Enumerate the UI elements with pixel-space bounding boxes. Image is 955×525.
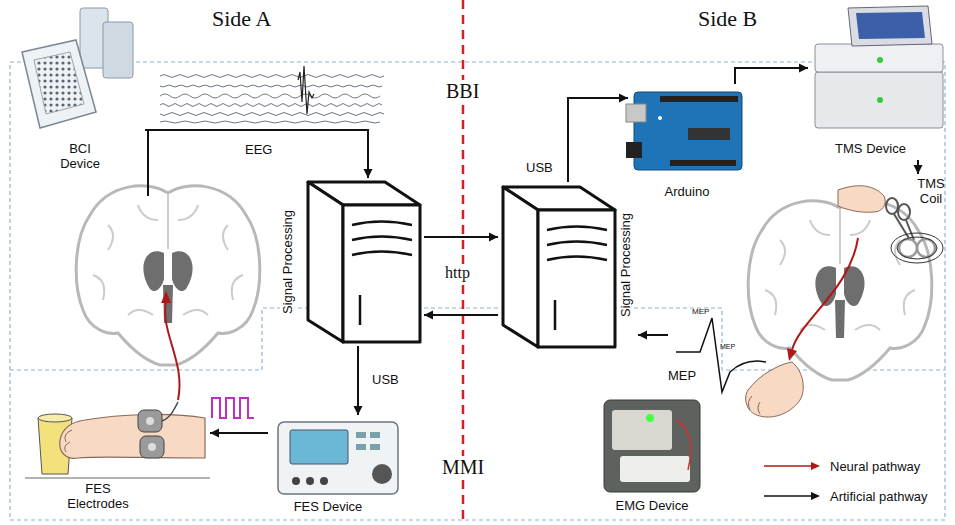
- free-label: Side A: [212, 6, 271, 31]
- label-slot: MMI: [440, 456, 486, 479]
- label-slot: Side B: [698, 6, 757, 31]
- connector: [424, 311, 498, 320]
- connector-line: [357, 346, 359, 415]
- arrowhead: [489, 233, 498, 242]
- legend-arrowhead: [811, 492, 820, 500]
- connector: [145, 130, 373, 178]
- device-node: TMS Device: [808, 3, 950, 160]
- label-slot: http: [443, 264, 472, 282]
- device-node: Arduino: [628, 84, 746, 204]
- label-slot: USB: [526, 158, 553, 176]
- legend-item: Neural pathway: [762, 456, 920, 474]
- device-node: BCI Device: [15, 5, 145, 173]
- connector-line: [568, 98, 628, 182]
- arrowhead: [364, 169, 373, 178]
- arrowhead: [638, 331, 647, 340]
- connector-line: [735, 68, 808, 84]
- node-label: MEP: [668, 368, 708, 383]
- device-node: FES Device: [268, 415, 408, 520]
- free-label: BBI: [444, 80, 481, 103]
- node-label: Arduino: [628, 184, 746, 199]
- connector: [354, 346, 363, 415]
- device-node: FES Electrodes: [18, 395, 210, 517]
- node-label: TMS Device: [808, 141, 933, 156]
- server-node: Signal Processing: [272, 178, 424, 346]
- vertical-label: Signal Processing: [618, 200, 634, 330]
- free-label: MMI: [440, 456, 486, 479]
- legend-item: Artificial pathway: [762, 486, 928, 504]
- signal-node: MEP: [668, 300, 768, 392]
- label-slot: EEG: [245, 140, 272, 158]
- connector: [424, 233, 498, 242]
- connector: [568, 94, 628, 183]
- legend-line: [762, 459, 822, 473]
- connector: [210, 429, 268, 438]
- node-label: TMS Coil: [914, 176, 948, 206]
- node-label: FES Electrodes: [58, 481, 138, 511]
- label-slot: BBI: [444, 80, 481, 103]
- device-node: EMG Device: [592, 392, 712, 520]
- connector: [638, 331, 668, 340]
- free-label: USB: [526, 160, 553, 175]
- connector-line: [424, 236, 498, 238]
- free-label: USB: [372, 372, 399, 387]
- legend-stroke: [764, 496, 812, 498]
- arrowhead: [210, 429, 219, 438]
- free-label: MEP: [720, 343, 735, 351]
- arrowhead: [354, 406, 363, 415]
- arrowhead: [424, 311, 433, 320]
- arrowhead: [619, 94, 628, 103]
- free-label: EEG: [245, 142, 272, 157]
- label-slot: Side A: [212, 6, 271, 31]
- free-label: http: [443, 264, 472, 282]
- vertical-label: Signal Processing: [280, 197, 296, 327]
- free-label: MEP: [692, 307, 709, 316]
- label-slot: MEP: [692, 300, 709, 318]
- connector-line: [424, 314, 498, 316]
- node-label: BCI Device: [55, 141, 105, 171]
- legend-arrowhead: [811, 462, 820, 470]
- connector-line: [145, 130, 368, 178]
- legend-stroke: [764, 466, 812, 468]
- legend-text: Artificial pathway: [830, 489, 928, 504]
- arrowhead: [799, 64, 808, 73]
- device-node: TMS Coil: [878, 174, 952, 264]
- legend-line: [762, 489, 822, 503]
- connector: [914, 160, 923, 174]
- label-slot: USB: [372, 370, 399, 388]
- arrowhead: [914, 165, 923, 174]
- server-node: Signal Processing: [498, 182, 638, 352]
- legend-text: Neural pathway: [830, 459, 920, 474]
- node-label: EMG Device: [592, 498, 712, 513]
- free-label: Side B: [698, 6, 757, 31]
- connector: [735, 64, 808, 85]
- node-label: FES Device: [268, 499, 388, 514]
- label-slot: MEP: [720, 335, 735, 353]
